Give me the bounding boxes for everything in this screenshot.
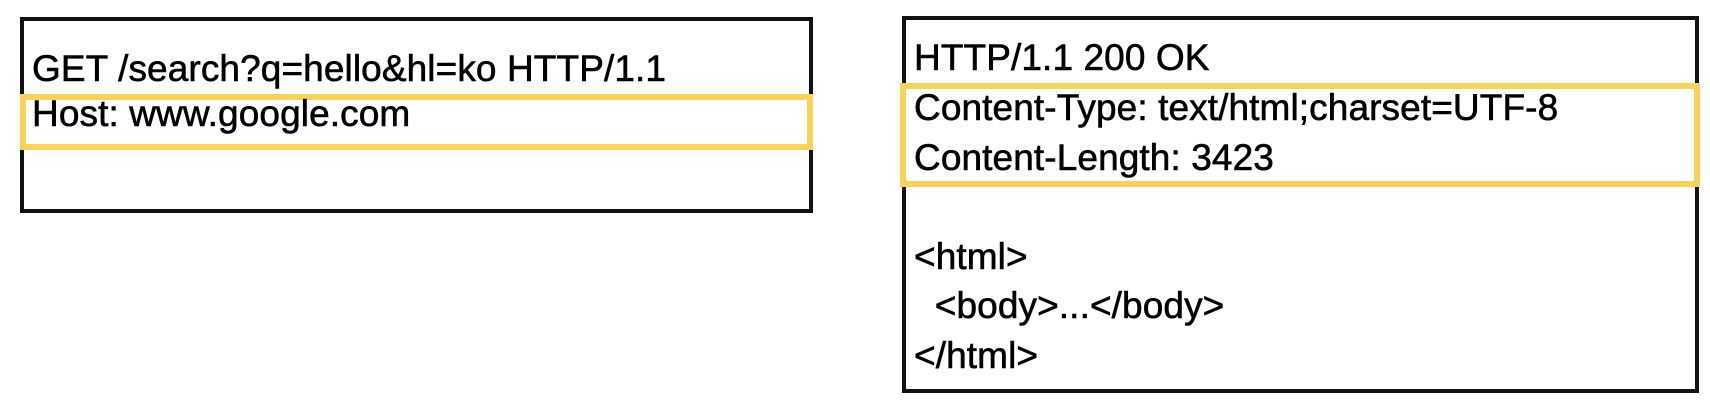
response-body-line: </html> [914,335,1039,377]
response-status-line: HTTP/1.1 200 OK [914,37,1210,79]
response-body-line: <body>...</body> [914,285,1225,327]
response-header-content-type: Content-Type: text/html;charset=UTF-8 [914,87,1559,129]
request-start-line: GET /search?q=hello&hl=ko HTTP/1.1 [32,48,667,90]
request-header-host: Host: www.google.com [32,93,411,135]
http-request-message: GET /search?q=hello&hl=ko HTTP/1.1 Host:… [20,17,813,213]
response-header-highlight [900,83,1700,187]
response-body-line: <html> [914,236,1028,278]
response-header-content-length: Content-Length: 3423 [914,137,1274,179]
request-header-highlight [20,94,813,150]
http-response-message: HTTP/1.1 200 OK Content-Type: text/html;… [900,16,1700,393]
